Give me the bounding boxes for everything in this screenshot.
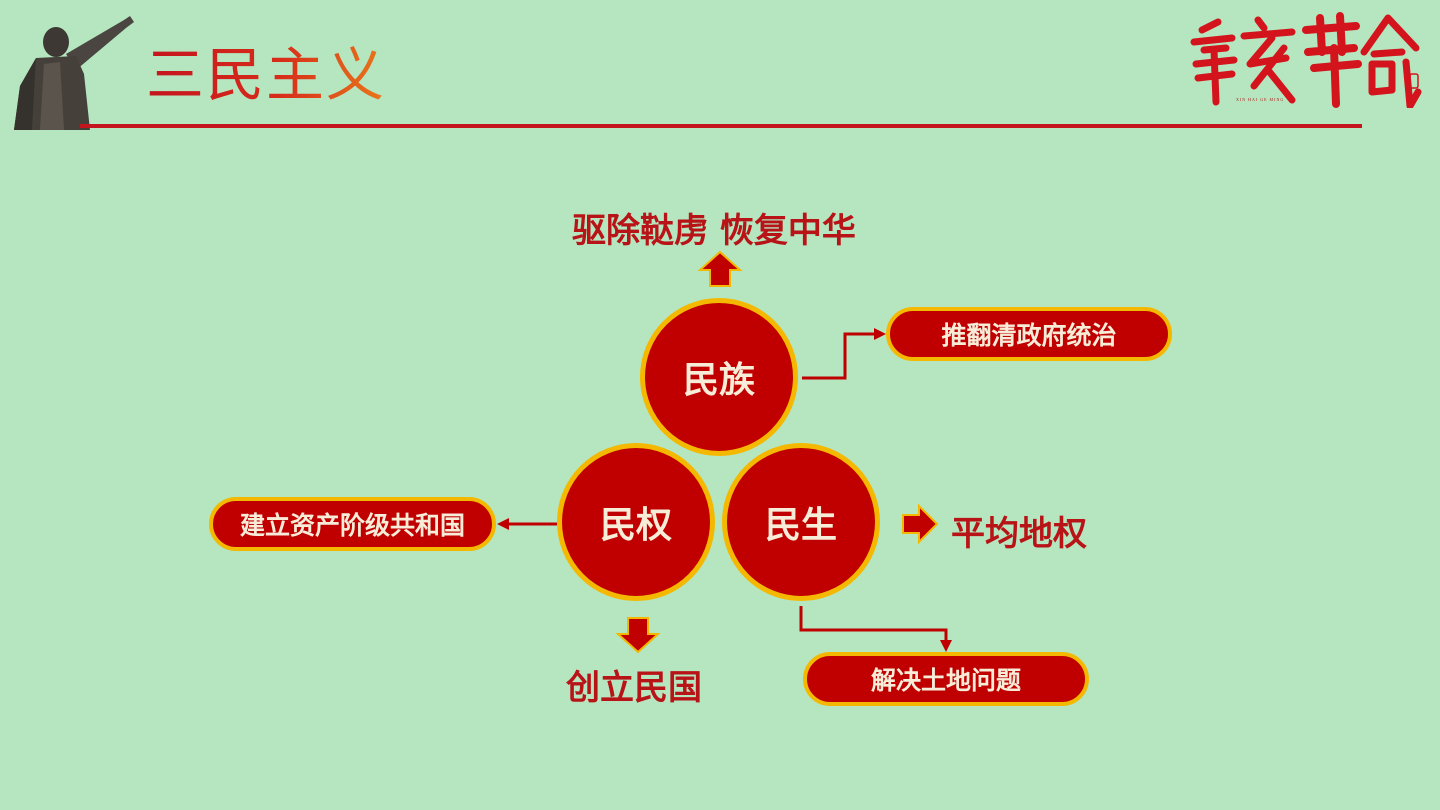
page-title: 三民主义 xyxy=(146,41,387,109)
minquan-goal-pill: 建立资产阶级共和国 xyxy=(209,497,496,551)
node-minquan: 民权 xyxy=(557,443,715,601)
statue-image xyxy=(14,16,134,130)
minzu-slogan: 驱除鞑虏 恢复中华 xyxy=(572,211,856,251)
minsheng-connector xyxy=(799,606,948,642)
node-minzu: 民族 xyxy=(640,298,798,456)
xinhai-revolution-logo xyxy=(1190,12,1422,108)
arrowhead-icon xyxy=(497,518,509,530)
minzu-goal-pill: 推翻清政府统治 xyxy=(886,307,1172,361)
minsheng-goal-pill: 解决土地问题 xyxy=(803,652,1089,706)
node-minsheng: 民生 xyxy=(722,443,880,601)
minzu-connector xyxy=(802,332,876,380)
header-divider xyxy=(80,124,1362,128)
up-arrow-icon xyxy=(697,250,743,287)
down-arrow-icon xyxy=(615,617,661,654)
arrowhead-icon xyxy=(874,328,886,340)
minquan-slogan: 创立民国 xyxy=(566,668,702,708)
logo-subtitle: XIN HAI GE MING xyxy=(1236,97,1285,102)
right-arrow-icon xyxy=(902,503,939,545)
minsheng-slogan: 平均地权 xyxy=(951,514,1087,554)
arrowhead-icon xyxy=(940,640,952,652)
